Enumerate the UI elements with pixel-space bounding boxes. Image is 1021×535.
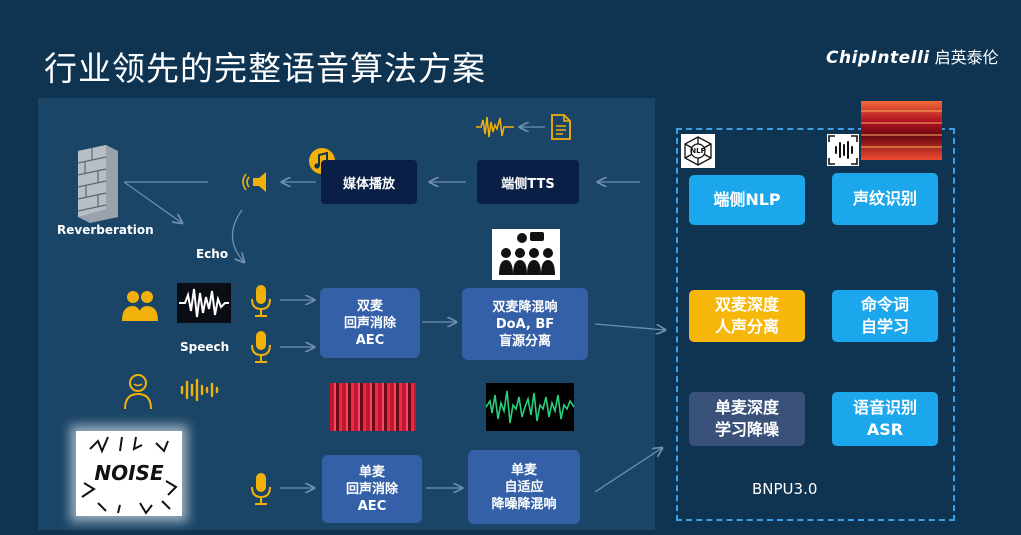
brick-wall-icon: [77, 145, 118, 223]
noise-burst-icon: NOISE: [76, 431, 182, 516]
person-icon: [124, 374, 152, 410]
single-deep-denoise-box: 单麦深度 学习降噪: [689, 392, 805, 446]
command-self-learning-box: 命令词 自学习: [832, 290, 938, 342]
single-mic-adaptive-label: 单麦 自适应 降噪降混响: [491, 462, 557, 512]
clean-waveform-icon: [485, 383, 575, 431]
single-mic-aec-label: 单麦 回声消除 AEC: [345, 464, 398, 514]
logo-brand: ChipIntelli: [826, 48, 930, 68]
tts-box: 端侧TTS: [477, 160, 579, 204]
media-playback-label: 媒体播放: [342, 176, 395, 192]
microphone-icon: [251, 473, 271, 505]
dual-deep-separation-label: 双麦深度 人声分离: [714, 295, 779, 336]
voiceprint-box: 声纹识别: [832, 173, 938, 225]
logo-cn: 启英泰伦: [934, 48, 999, 67]
voiceprint-icon: [827, 134, 859, 166]
speech-waveform-icon: [177, 283, 231, 323]
media-playback-box: 媒体播放: [321, 160, 417, 204]
page-title: 行业领先的完整语音算法方案: [44, 49, 486, 88]
nlp-network-icon: NLP: [681, 134, 715, 168]
group-icon: [122, 291, 158, 321]
dual-mic-aec-label: 双麦 回声消除 AEC: [343, 298, 396, 348]
dual-mic-aec-box: 双麦 回声消除 AEC: [320, 288, 420, 358]
nlp-label: 端侧NLP: [713, 190, 781, 209]
dual-deep-separation-box: 双麦深度 人声分离: [689, 290, 805, 342]
speaker-icon: [242, 172, 266, 192]
arrow-to-bnpu-top: [594, 323, 665, 330]
spectrogram-icon: [330, 383, 416, 431]
label-reverberation: Reverberation: [57, 223, 154, 237]
command-self-learning-label: 命令词 自学习: [860, 295, 909, 336]
arrow-echo-curve: [231, 209, 244, 262]
arrow-wall-reflect: [123, 181, 182, 223]
microphone-icon: [251, 285, 271, 317]
microphone-icon: [251, 331, 271, 363]
voiceprint-label: 声纹识别: [852, 189, 917, 208]
bnpu-region: [676, 128, 955, 521]
single-deep-denoise-label: 单麦深度 学习降噪: [714, 398, 779, 439]
label-echo: Echo: [196, 247, 229, 261]
single-mic-aec-box: 单麦 回声消除 AEC: [322, 455, 422, 523]
tts-label: 端侧TTS: [501, 176, 555, 192]
dual-mic-bf-label: 双麦降混响 DoA, BF 盲源分离: [492, 299, 558, 349]
noise-text: NOISE: [94, 461, 164, 485]
audience-icon: [492, 229, 560, 280]
waveform-icon: [476, 116, 514, 138]
nlp-badge-text: NLP: [690, 147, 706, 155]
audio-level-icon: [180, 378, 219, 402]
bnpu-label: BNPU3.0: [752, 480, 818, 498]
single-mic-adaptive-box: 单麦 自适应 降噪降混响: [468, 450, 580, 524]
voice-spectrogram-icon: [861, 101, 942, 160]
document-icon: [551, 114, 571, 140]
label-speech: Speech: [180, 340, 230, 354]
asr-box: 语音识别 ASR: [832, 392, 938, 446]
dual-mic-bf-box: 双麦降混响 DoA, BF 盲源分离: [462, 288, 588, 360]
asr-label: 语音识别 ASR: [852, 398, 917, 439]
arrow-to-bnpu-bottom: [594, 448, 662, 493]
nlp-box: 端侧NLP: [689, 175, 805, 225]
